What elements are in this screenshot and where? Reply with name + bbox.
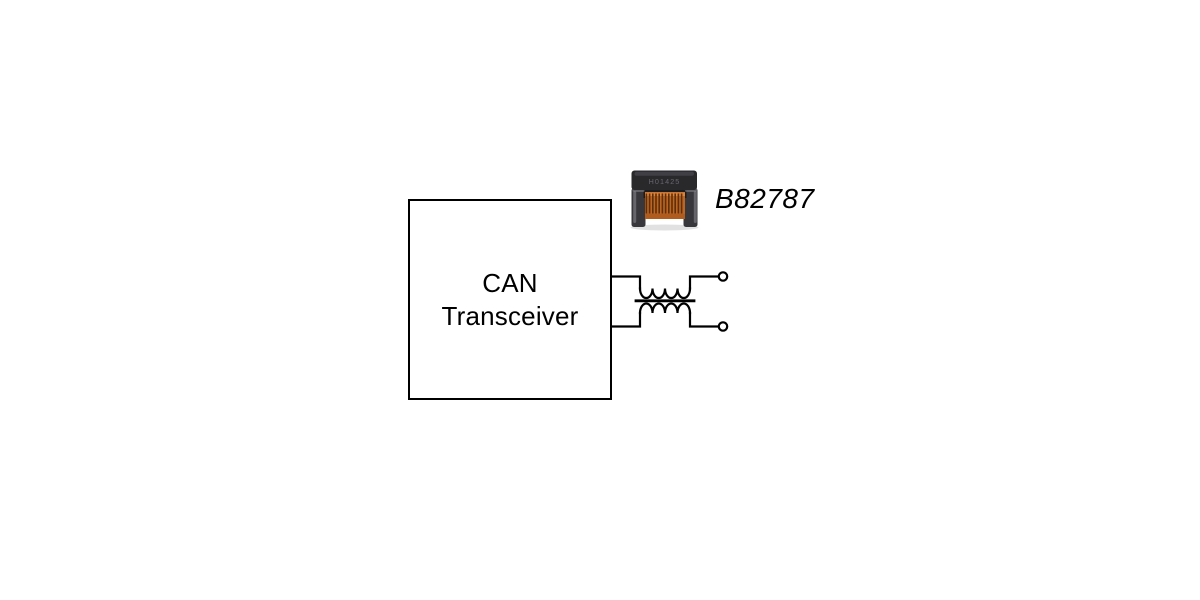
wire-bottom-left [610, 311, 642, 328]
can-transceiver-label: CAN Transceiver [441, 267, 578, 333]
schematic-lines [610, 271, 729, 332]
transceiver-label-line1: CAN [482, 267, 538, 298]
component-left-terminal-highlight [633, 191, 637, 223]
wire-bottom-right [688, 311, 720, 328]
transceiver-label-line2: Transceiver [441, 300, 579, 331]
choke-component-photo: H01425 [630, 170, 699, 231]
component-winding-stripes [645, 193, 683, 214]
component-marking: H01425 [649, 177, 681, 186]
component-shadow [630, 224, 699, 231]
coil-bottom-winding [638, 302, 692, 315]
terminal-bottom-circle [717, 321, 729, 332]
component-winding-band [645, 213, 685, 219]
part-number-label: B82787 [715, 183, 815, 214]
terminal-top-circle [717, 271, 729, 282]
coil-top-winding [638, 287, 692, 300]
component-core-top-highlight [634, 171, 694, 176]
can-transceiver-box: CAN Transceiver [408, 199, 612, 400]
component-right-terminal-highlight [693, 191, 697, 223]
wire-top-right [688, 275, 720, 290]
wire-top-left [610, 275, 642, 290]
